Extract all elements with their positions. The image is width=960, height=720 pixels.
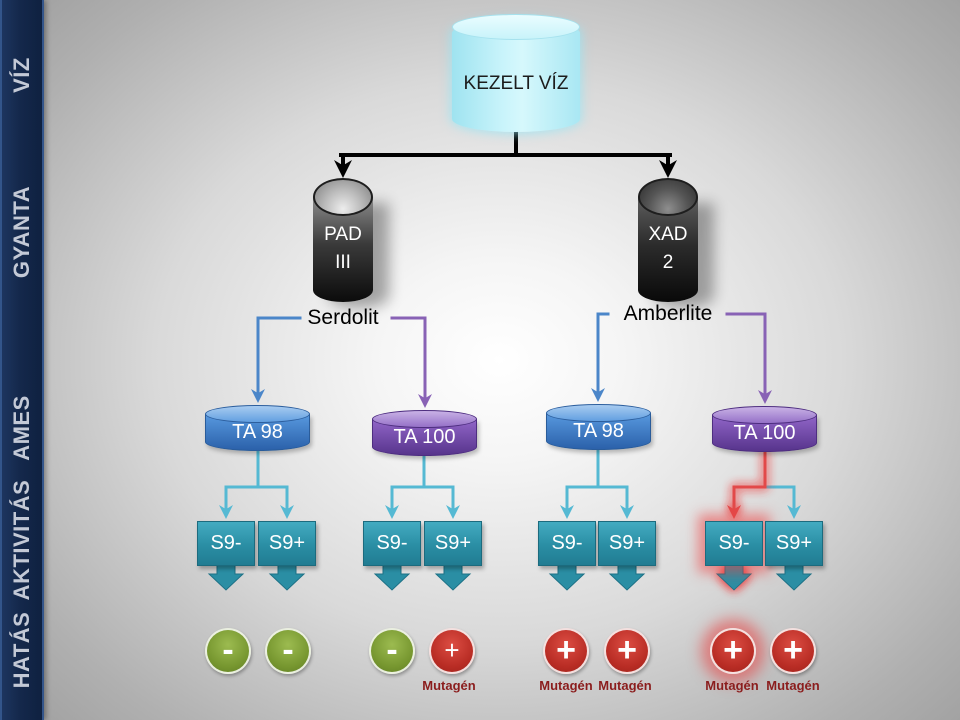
disk-cap: [372, 410, 477, 428]
stage-sidebar: VÍZ GYANTA AMES AKTIVITÁS HATÁS: [0, 0, 44, 720]
result-positive-badge: +: [543, 628, 589, 674]
s9-plus-box: S9+: [765, 521, 823, 566]
result-positive-badge: +: [604, 628, 650, 674]
arrow-amberlite-to-ta98: [591, 312, 610, 402]
resin-name-line2: III: [335, 252, 351, 273]
s9-plus-box: S9+: [598, 521, 656, 566]
strain-disk-ta100: TA 100: [372, 410, 477, 456]
s9-minus-box: S9-: [363, 521, 421, 566]
source-label: KEZELT VÍZ: [463, 73, 569, 94]
result-negative-badge: -: [205, 628, 251, 674]
down-block-arrow: [608, 564, 646, 591]
strain-disk-ta100: TA 100: [712, 406, 817, 452]
resin-brand-label: Amberlite: [623, 302, 713, 325]
s9-minus-box: S9-: [197, 521, 255, 566]
disk-cap: [546, 404, 651, 422]
highlighted-down-block-arrow: [715, 564, 753, 591]
result-positive-badge: +: [770, 628, 816, 674]
disk-cap: [205, 405, 310, 423]
mutagen-label: Mutagén: [598, 678, 652, 693]
down-block-arrow: [207, 564, 245, 591]
down-block-arrow: [548, 564, 586, 591]
s9-plus-box: S9+: [424, 521, 482, 566]
down-block-arrow: [775, 564, 813, 591]
mutagen-label: Mutagén: [766, 678, 820, 693]
arrow-serdolit-to-ta98: [251, 316, 302, 403]
strain-disk-ta98: TA 98: [205, 405, 310, 451]
resin-cylinder-cap: [313, 178, 373, 216]
strain-label: TA 100: [393, 426, 456, 448]
highlighted-result-positive-badge: +: [710, 628, 756, 674]
down-block-arrow: [268, 564, 306, 591]
s9-minus-box: S9-: [538, 521, 596, 566]
arrow-amberlite-to-ta100: [725, 312, 772, 404]
branch-arrow-s9-plus: [763, 485, 801, 519]
resin-name-line2: 2: [662, 252, 674, 273]
arrow-serdolit-to-ta100: [390, 316, 432, 408]
mutagen-label: Mutagén: [705, 678, 759, 693]
down-block-arrow: [373, 564, 411, 591]
strain-label: TA 98: [573, 420, 624, 442]
resin-cylinder-cap: [638, 178, 698, 216]
source-cylinder-cap: [452, 14, 580, 40]
result-negative-badge: -: [265, 628, 311, 674]
down-block-arrow: [434, 564, 472, 591]
s9-plus-box: S9+: [258, 521, 316, 566]
mutagen-label: Mutagén: [539, 678, 593, 693]
disk-cap: [712, 406, 817, 424]
result-positive-badge: +: [429, 628, 475, 674]
mutagen-label: Mutagén: [422, 678, 476, 693]
strain-label: TA 98: [232, 421, 283, 443]
result-negative-badge: -: [369, 628, 415, 674]
resin-brand-label: Serdolit: [307, 306, 379, 329]
strain-disk-ta98: TA 98: [546, 404, 651, 450]
highlighted-s9-minus-box: S9-: [705, 521, 763, 566]
highlighted-branch-arrow-s9-minus: [727, 449, 767, 519]
resin-name-line1: XAD: [648, 224, 688, 245]
resin-name-line1: PAD: [324, 224, 362, 245]
strain-label: TA 100: [733, 422, 796, 444]
